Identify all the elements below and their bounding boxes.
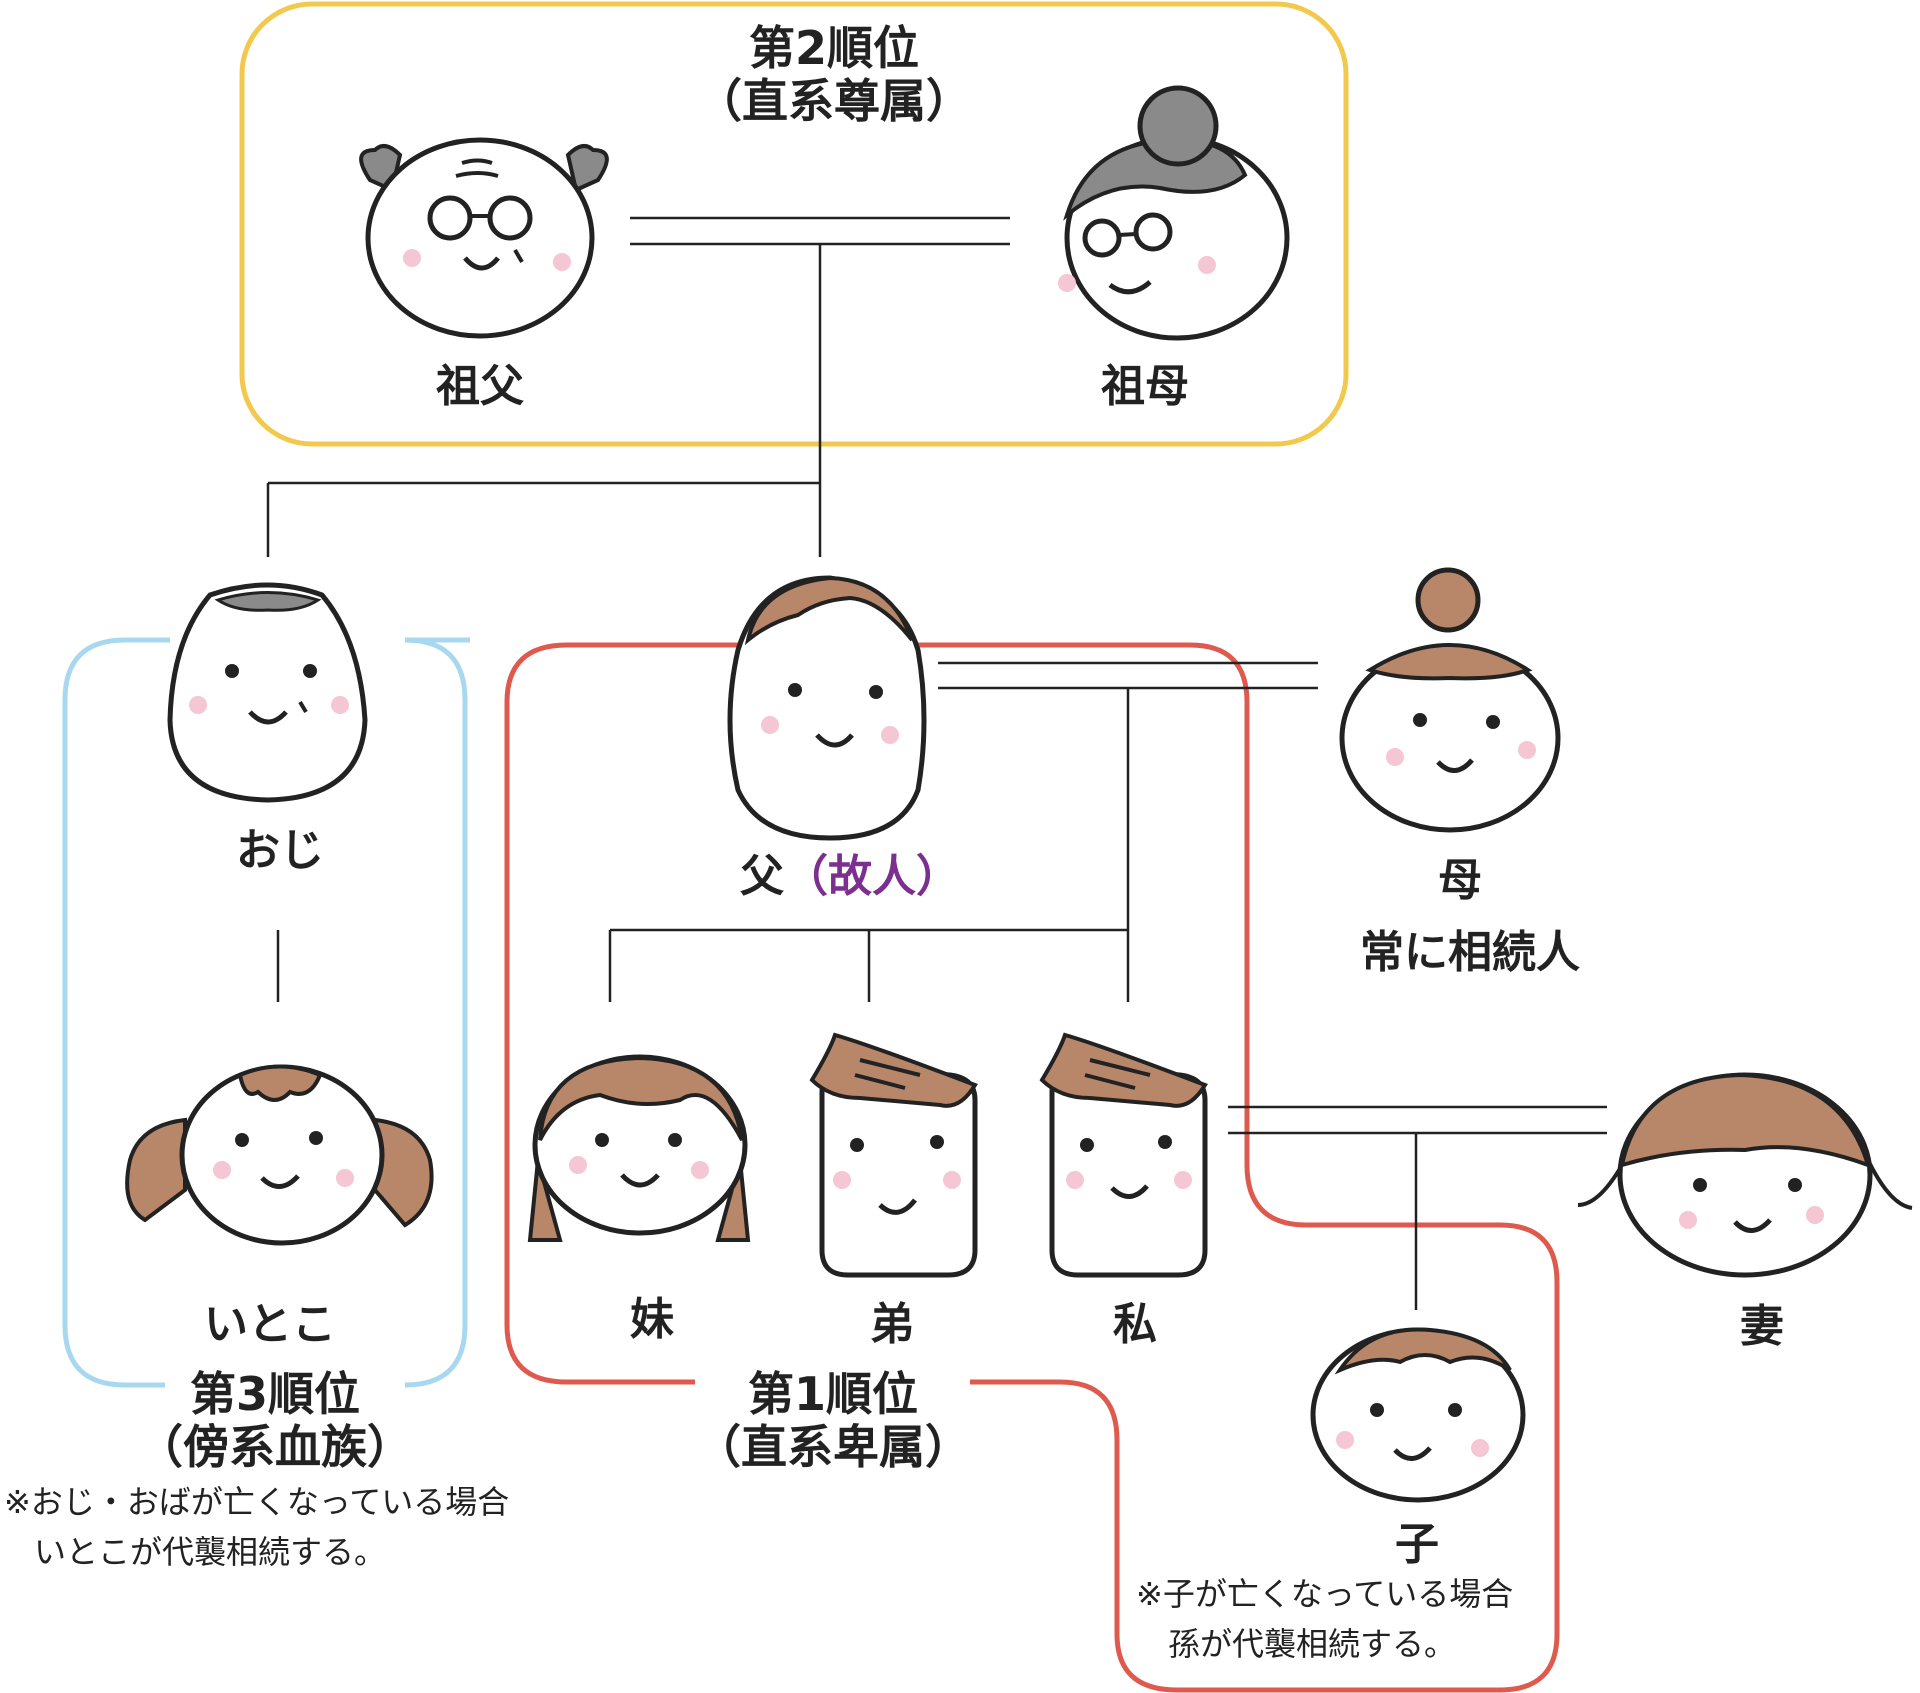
second-rank-title: 第2順位 （直系尊属） [634,22,1034,128]
wife-label: 妻 [1740,1301,1784,1352]
second-rank-subtitle: （直系尊属） [696,73,972,128]
uncle-label: おじ [236,825,324,876]
father-label-group: 父（故人） [660,851,1040,903]
cousin-face-icon [125,1064,434,1246]
grandmother-face-icon [1058,85,1290,341]
first-rank-label: 第1順位 [747,1367,918,1421]
third-note-line1: ※おじ・おばが亡くなっている場合 [4,1483,510,1521]
first-rank-title: 第1順位 （直系卑属） [650,1368,1016,1474]
third-note-line2: いとこが代襲相続する。 [34,1532,387,1571]
brother-label: 弟 [870,1299,914,1350]
child-note-line1: ※子が亡くなっている場合 [1136,1575,1514,1613]
me-label: 私 [1113,1299,1157,1350]
father-deceased-note: （故人） [784,851,960,902]
third-rank-title: 第3順位 （傍系血族） [100,1368,450,1474]
father-face-icon [727,575,927,841]
me-face-icon [1039,1032,1208,1278]
mother-face-icon [1339,567,1561,833]
sister-face-icon [527,1054,751,1242]
child-face-icon [1310,1327,1526,1503]
first-rank-frame [504,642,1560,1693]
third-rank-frame [62,637,470,1388]
second-rank-label: 第2順位 [748,21,919,75]
sister-label: 妹 [630,1294,674,1345]
mother-label: 母 [1438,855,1482,906]
child-label: 子 [1395,1519,1439,1570]
brother-face-icon [809,1032,978,1278]
mother-note: 常に相続人 [1360,927,1580,978]
grandmother-label: 祖母 [1101,361,1189,412]
uncle-face-icon [167,582,368,803]
cousin-label: いとこ [204,1299,336,1350]
third-rank-subtitle: （傍系血族） [137,1419,413,1474]
third-rank-label: 第3順位 [189,1367,360,1421]
grandfather-label: 祖父 [436,361,524,412]
grandfather-face-icon [359,137,609,339]
father-label: 父 [740,851,784,902]
family-lines [266,216,1607,1310]
wife-face-icon [1577,1072,1913,1278]
child-note: ※子が亡くなっている場合 孫が代襲相続する。 [1136,1570,1513,1669]
second-rank-frame [239,1,1349,447]
child-note-line2: 孫が代襲相続する。 [1168,1624,1457,1663]
first-rank-subtitle: （直系卑属） [695,1419,971,1474]
third-rank-note: ※おじ・おばが亡くなっている場合 いとこが代襲相続する。 [4,1478,509,1577]
